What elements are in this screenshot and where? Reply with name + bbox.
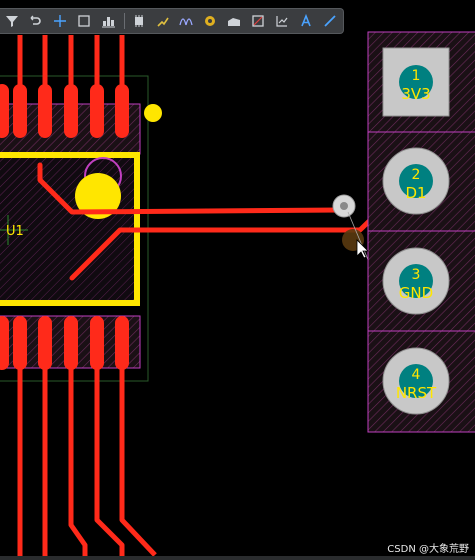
top-pad	[38, 84, 52, 138]
bottom-pad	[90, 316, 104, 370]
bottom-pad	[38, 316, 52, 370]
via-icon[interactable]	[200, 10, 221, 32]
differential-pair-icon[interactable]	[176, 10, 197, 32]
pad-4-net: NRST	[396, 384, 437, 402]
line-icon[interactable]	[319, 10, 340, 32]
silkscreen-dot	[144, 104, 162, 122]
select-rectangle-icon[interactable]	[74, 10, 95, 32]
bottom-pin-tracks	[17, 360, 157, 560]
pad-2-number: 2	[412, 167, 421, 183]
top-pad	[64, 84, 78, 138]
bottom-pad-row	[0, 315, 141, 370]
pad-2-net: D1	[405, 184, 426, 202]
rectangle-icon[interactable]	[248, 10, 269, 32]
pad-4-number: 4	[412, 367, 421, 383]
bottom-pad	[64, 316, 78, 370]
pad-1-net: 3V3	[401, 85, 430, 103]
top-pad	[90, 84, 104, 138]
pad-3-net: GND	[399, 284, 433, 302]
active-bar-toolbar	[0, 8, 344, 34]
polygon-fill-icon[interactable]	[224, 10, 245, 32]
track-net-a	[37, 162, 343, 215]
bottom-pad	[13, 316, 27, 370]
route-icon[interactable]	[26, 10, 47, 32]
crosshair-icon[interactable]	[50, 10, 71, 32]
text-icon[interactable]	[295, 10, 316, 32]
filter-icon[interactable]	[2, 10, 23, 32]
u1-designator: U1	[6, 224, 24, 239]
pin1-dot	[75, 173, 121, 219]
toolbar-divider	[124, 13, 126, 29]
chart-icon[interactable]	[271, 10, 292, 32]
component-icon[interactable]	[128, 10, 149, 32]
top-pad	[0, 84, 9, 138]
pad-3-number: 3	[412, 267, 421, 283]
top-pad	[115, 84, 129, 138]
watermark: CSDN @大象荒野	[387, 544, 469, 555]
bottom-scrollbar[interactable]	[0, 556, 475, 560]
pad-1-number: 1	[412, 68, 421, 84]
align-icon[interactable]	[97, 10, 118, 32]
connector-header: 1 3V3 2 D1 3 GND 4 NRST	[367, 31, 475, 433]
bottom-pad	[0, 316, 9, 370]
top-pad	[13, 84, 27, 138]
top-pad-row	[0, 84, 141, 155]
interactive-route-icon[interactable]	[152, 10, 173, 32]
mouse-cursor-icon	[356, 239, 369, 259]
bottom-pad	[115, 316, 129, 370]
